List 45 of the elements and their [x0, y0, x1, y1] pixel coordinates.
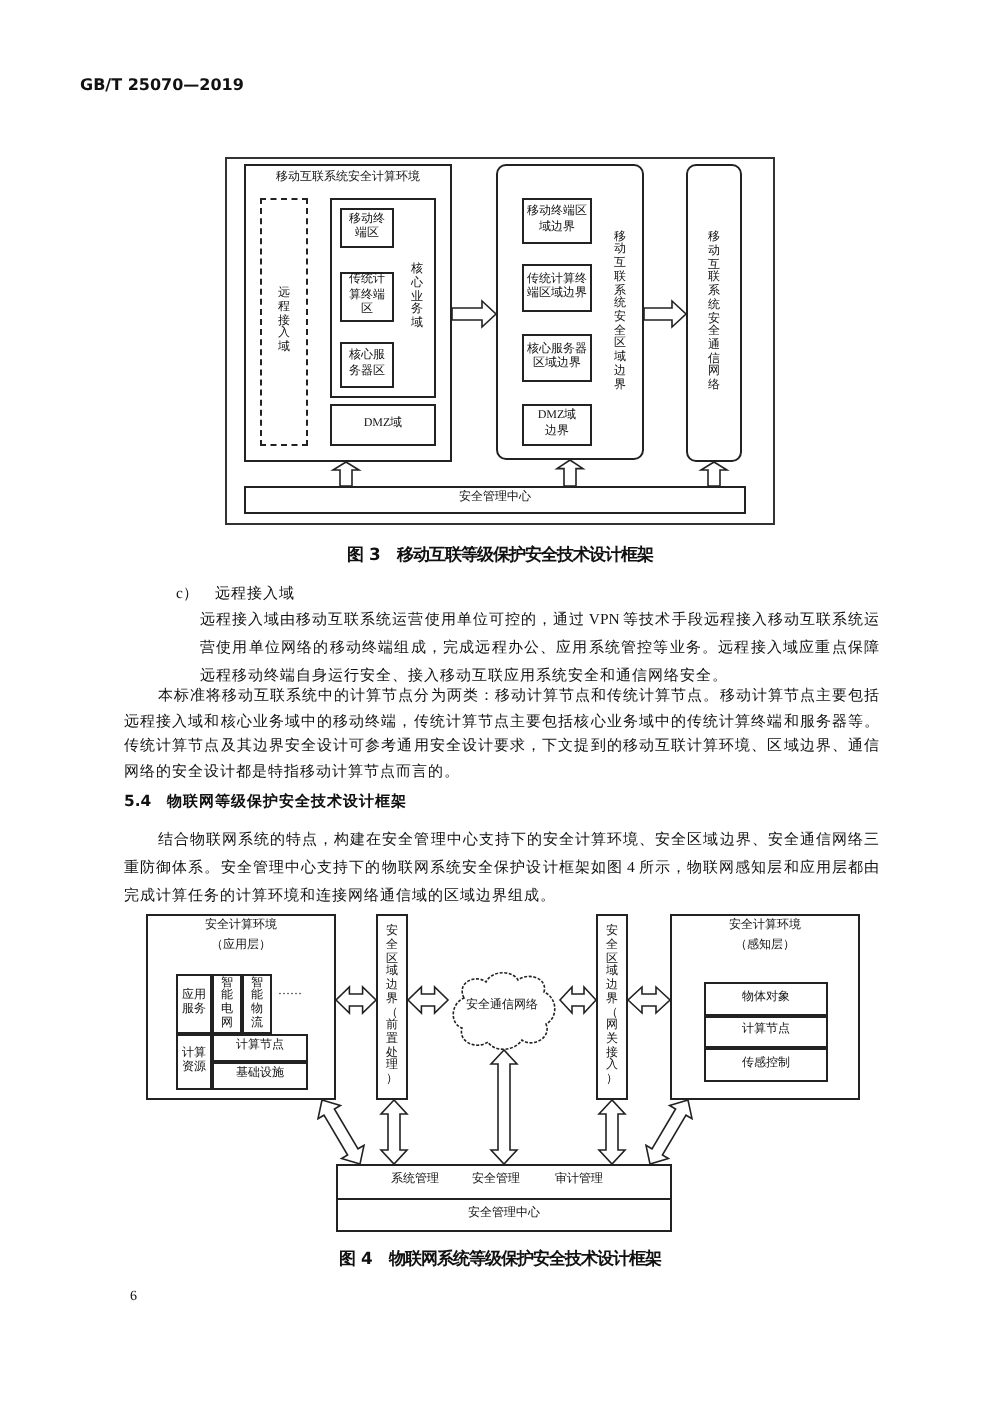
boundary-box: [522, 198, 592, 244]
table-cell: [212, 1034, 308, 1062]
zone-box: [340, 342, 394, 388]
boundary-box: [496, 164, 644, 460]
block-arrow: [643, 299, 688, 329]
management-center-box: [336, 1164, 672, 1232]
boundary-box: [522, 334, 592, 382]
environment-box: [244, 164, 452, 462]
domain-box: [260, 198, 308, 446]
boundary-box: [522, 404, 592, 446]
boundary-bar: [376, 914, 408, 1100]
table-cell: [704, 1048, 828, 1082]
boundary-box: [522, 264, 592, 312]
table-cell: [176, 974, 212, 1034]
table-cell: [704, 1016, 828, 1048]
table-cell: [212, 974, 242, 1034]
block-arrow: [626, 985, 672, 1015]
domain-box: [330, 198, 436, 398]
block-arrow: [334, 985, 378, 1015]
cloud-shape: [448, 970, 560, 1050]
environment-box: [146, 914, 336, 1100]
running-header: GB/T 25070—2019: [80, 74, 246, 98]
table-cell: [176, 1034, 212, 1090]
block-arrow: [379, 1098, 409, 1166]
block-arrow: [406, 985, 450, 1015]
block-arrow: [316, 1099, 366, 1165]
table-cell: [212, 1062, 308, 1090]
zone-box: [340, 208, 394, 248]
block-arrow: [330, 461, 362, 487]
boundary-bar: [596, 914, 628, 1100]
table-cell: [242, 974, 272, 1034]
table-cell: [704, 982, 828, 1016]
block-arrow: [451, 299, 498, 329]
figure-caption: 图 4 物联网系统等级保护安全技术设计框架: [337, 1246, 664, 1272]
block-arrow: [698, 461, 730, 487]
figure-caption: 图 3 移动互联等级保护安全技术设计框架: [345, 542, 656, 568]
block-arrow: [554, 459, 586, 487]
block-arrow: [489, 1048, 519, 1166]
network-box: [686, 164, 742, 462]
block-arrow: [558, 984, 598, 1016]
environment-box: [670, 914, 860, 1100]
domain-box: [330, 404, 436, 446]
management-bar: [244, 486, 746, 514]
block-arrow: [597, 1098, 627, 1166]
block-arrow: [644, 1099, 694, 1165]
